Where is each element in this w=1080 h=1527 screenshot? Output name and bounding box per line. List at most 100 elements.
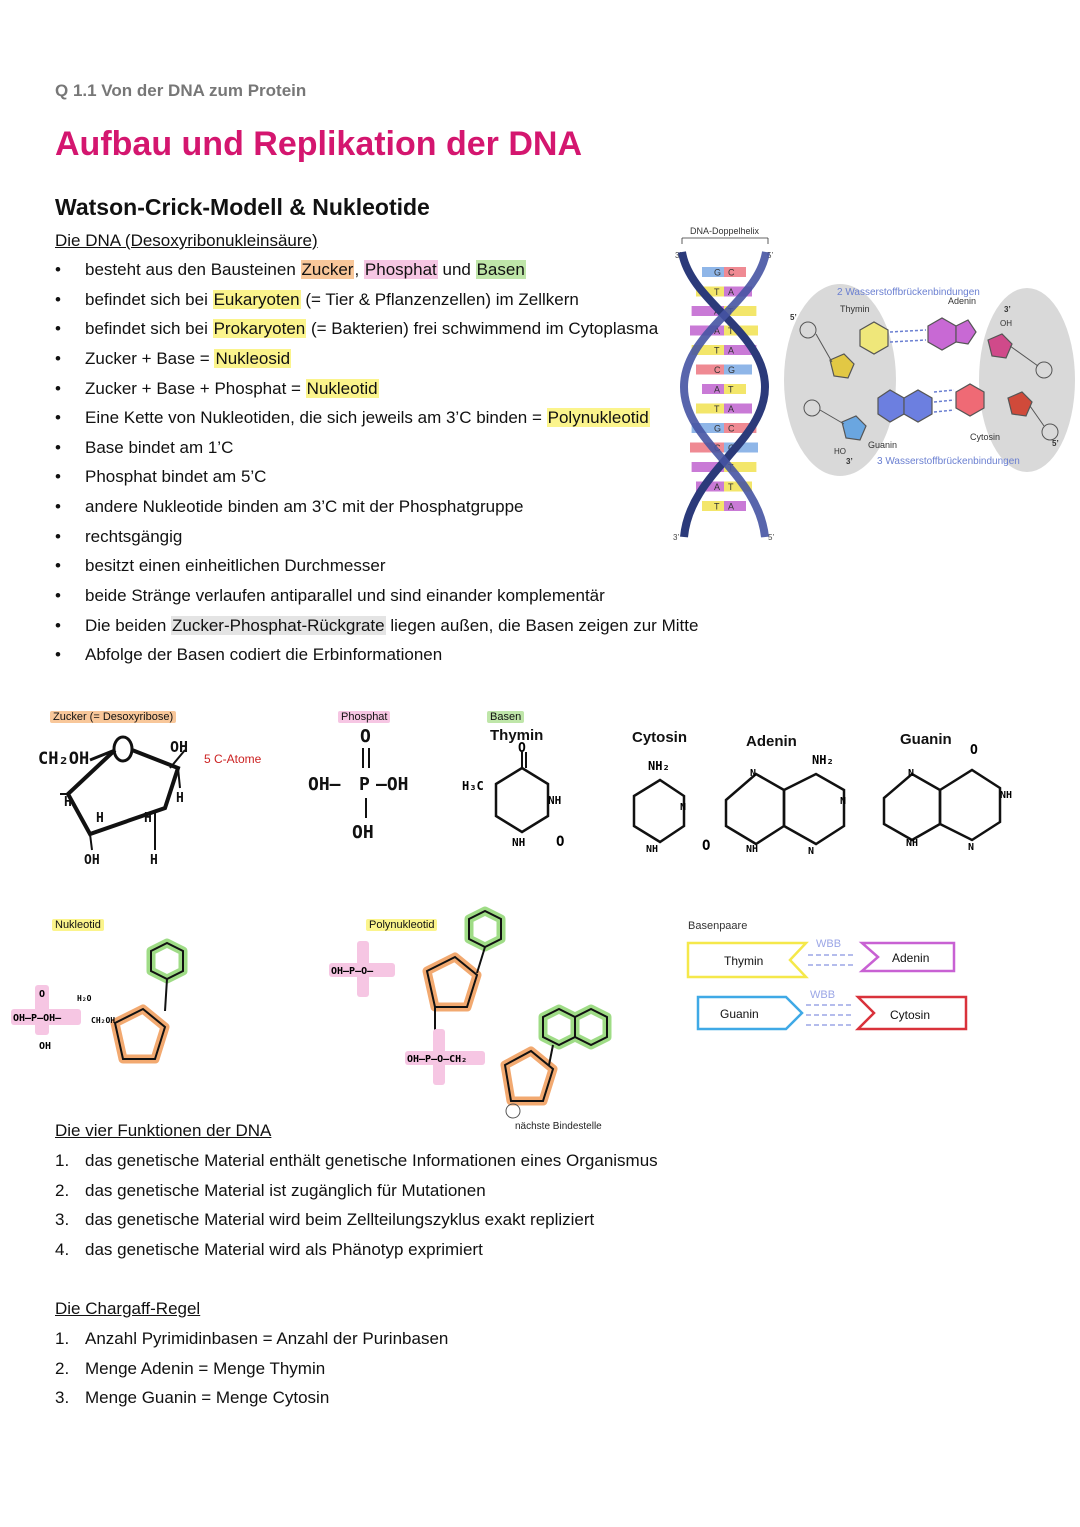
svg-text:O: O [518,741,526,756]
functions-heading: Die vier Funktionen der DNA [55,1121,272,1140]
svg-text:N: N [680,802,686,813]
helix-base-label: T [714,346,720,356]
svg-text:Cytosin: Cytosin [970,432,1000,442]
list-item: besteht aus den Bausteinen Zucker, Phosp… [55,258,698,288]
svg-text:NH₂: NH₂ [648,759,670,773]
list-item: besitzt einen einheitlichen Durchmesser [55,554,698,584]
svg-text:Adenin: Adenin [892,951,929,965]
svg-text:WBB: WBB [810,989,835,1001]
highlight-zucker: Zucker [300,260,355,279]
cytosin-structure: Cytosin NH₂ N NH O [632,729,710,855]
svg-text:H: H [176,791,184,806]
list-item: Phosphat bindet am 5’C [55,465,698,495]
list-item: Die beiden Zucker-Phosphat-Rückgrate lie… [55,614,698,644]
helix-base-T [724,306,757,316]
svg-text:NH: NH [512,836,525,849]
svg-text:H₂O: H₂O [77,994,92,1003]
svg-text:NH: NH [906,838,918,849]
helix-base-A [702,384,724,394]
helix-base-label: C [728,268,735,278]
list-item: Base bindet am 1’C [55,436,698,466]
helix-base-label: A [714,326,720,336]
helix-base-C [690,442,724,453]
svg-text:Guanin: Guanin [868,440,897,450]
list-item: rechtsgängig [55,525,698,555]
helix-base-label: T [714,502,720,512]
helix-base-label: T [728,385,734,395]
helix-base-label: A [728,502,734,512]
list-item: Zucker + Base = Nukleosid [55,347,698,377]
svg-text:CH₂OH: CH₂OH [91,1016,115,1025]
desoxyribose-structure: CH₂OH OH H H H H OH H 5 C-Atome [38,735,262,868]
section-kicker: Q 1.1 Von der DNA zum Protein [55,81,307,100]
helix-base-A [724,286,752,297]
polynukleotid-tag: Polynukleotid [366,919,438,931]
list-item: befindet sich bei Eukaryoten (= Tier & P… [55,288,698,318]
svg-text:N: N [968,842,974,853]
helix-title: DNA-Doppelhelix [690,226,760,236]
svg-text:N: N [750,768,756,779]
svg-text:OH–P–O–CH₂: OH–P–O–CH₂ [407,1054,467,1065]
svg-text:CH₂OH: CH₂OH [38,749,89,769]
highlight-basen: Basen [475,260,526,279]
helix-base-A [724,501,746,511]
svg-text:NH: NH [1000,790,1012,801]
helix-base-label: A [714,482,720,492]
helix-base-T [724,384,746,394]
hydrogen-bond-figure: 2 Wasserstoffbrückenbindungen 3 Wasserst… [784,284,1075,476]
helix-base-label: G [714,268,721,278]
list-item: 4.das genetische Material wird als Phäno… [55,1240,483,1260]
svg-text:Adenin: Adenin [948,296,976,306]
svg-text:NH₂: NH₂ [812,753,834,767]
svg-text:O: O [702,838,710,854]
svg-text:OH–P–O–: OH–P–O– [331,966,374,977]
svg-text:OH—: OH— [308,774,341,795]
svg-text:3’: 3’ [673,533,679,542]
svg-text:N: N [840,796,846,807]
svg-text:5’: 5’ [768,533,774,542]
helix-base-label: A [728,404,734,414]
helix-base-C [724,267,746,277]
svg-text:H: H [64,795,72,810]
helix-base-label: T [714,287,720,297]
svg-text:N: N [908,768,914,779]
helix-base-C [696,364,724,375]
svg-text:—OH: —OH [376,774,409,795]
svg-text:H: H [150,853,158,868]
svg-text:3’: 3’ [846,457,853,466]
zucker-tag: Zucker (= Desoxyribose) [50,711,177,723]
list-item: Abfolge der Basen codiert die Erbinforma… [55,643,698,673]
svg-text:N: N [808,846,814,857]
dna-intro-heading: Die DNA (Desoxyribonukleinsäure) [55,231,318,250]
helix-base-T [724,462,757,472]
c-atoms-note: 5 C-Atome [204,752,262,766]
helix-base-A [691,462,724,472]
helix-base-T [691,345,724,355]
helix-base-T [696,286,724,297]
guanin-structure: Guanin O N NH N NH [882,731,1012,853]
helix-base-C [724,423,757,433]
helix-base-G [702,267,724,277]
helix-base-A [724,403,752,414]
chargaff-list: 1.Anzahl Pyrimidinbasen = Anzahl der Pur… [55,1327,448,1416]
section-heading: Watson-Crick-Modell & Nukleotide [55,194,430,220]
functions-list: 1.das genetische Material enthält geneti… [55,1149,658,1268]
two-hbond-label: 2 Wasserstoffbrückenbindungen [837,287,980,298]
thymin-structure: Thymin O H₃C NH NH O [462,727,564,850]
svg-text:NH: NH [548,794,561,807]
helix-base-label: A [714,385,720,395]
svg-text:OH–P–OH–: OH–P–OH– [13,1013,62,1024]
highlight-phosphat: Phosphat [363,260,438,279]
helix-base-label: G [714,424,721,434]
helix-base-label: A [728,287,734,297]
cytosin-label: Cytosin [632,729,687,746]
svg-text:NH: NH [646,844,658,855]
helix-base-T [696,403,724,414]
helix-base-label: T [728,326,734,336]
list-item: 1.das genetische Material enthält geneti… [55,1151,658,1170]
helix-base-label: G [728,365,735,375]
svg-text:OH: OH [84,853,100,868]
svg-text:NH: NH [746,844,758,855]
svg-text:H₃C: H₃C [462,779,484,793]
